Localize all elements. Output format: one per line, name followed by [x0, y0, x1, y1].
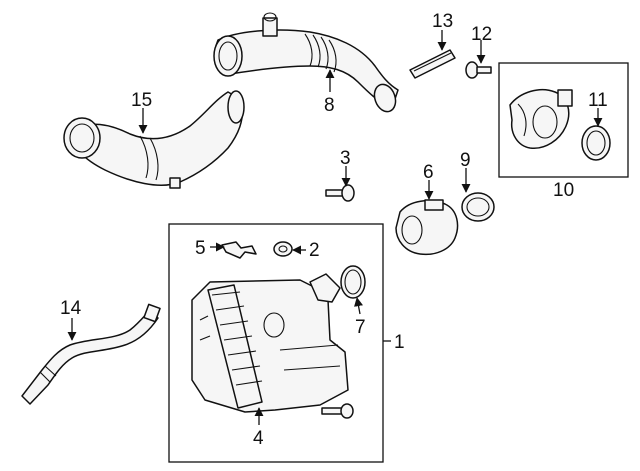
seal-ring-part-7[interactable] [340, 265, 366, 299]
air-cleaner-assembly-frame [168, 223, 384, 463]
callout-7: 7 [355, 317, 366, 338]
callout-1: 1 [394, 332, 405, 353]
callout-12: 12 [471, 24, 492, 45]
intake-elbow-kit-frame [498, 62, 629, 178]
callout-4: 4 [253, 428, 264, 449]
clamp-ring-part-11[interactable] [581, 125, 611, 161]
callout-2: 2 [309, 240, 320, 261]
bolt-part-12[interactable] [465, 61, 492, 79]
intake-elbow-part[interactable] [509, 88, 573, 149]
callout-15: 15 [131, 90, 152, 111]
callout-8: 8 [324, 95, 335, 116]
intake-duct-part[interactable] [213, 12, 399, 115]
clamp-part-9[interactable] [461, 192, 495, 222]
leader-7 [354, 297, 363, 315]
callout-13: 13 [432, 11, 453, 32]
callout-14: 14 [60, 298, 82, 319]
housing-bolt[interactable] [321, 403, 354, 419]
bolt-part-3[interactable] [325, 184, 355, 202]
hose-part-14[interactable] [21, 303, 161, 405]
air-cleaner-housing-part[interactable] [191, 273, 349, 413]
grommet-part-2[interactable] [273, 241, 293, 257]
callout-11: 11 [588, 90, 608, 111]
callout-10: 10 [553, 180, 574, 201]
bracket-part-5[interactable] [221, 241, 257, 259]
lower-intake-duct-part[interactable] [63, 90, 245, 189]
air-flow-sensor-part[interactable] [395, 199, 459, 256]
callout-3: 3 [340, 148, 351, 169]
callout-6: 6 [423, 162, 434, 183]
callout-9: 9 [460, 150, 471, 171]
callout-5: 5 [195, 238, 206, 259]
seal-strip-part[interactable] [409, 49, 456, 79]
